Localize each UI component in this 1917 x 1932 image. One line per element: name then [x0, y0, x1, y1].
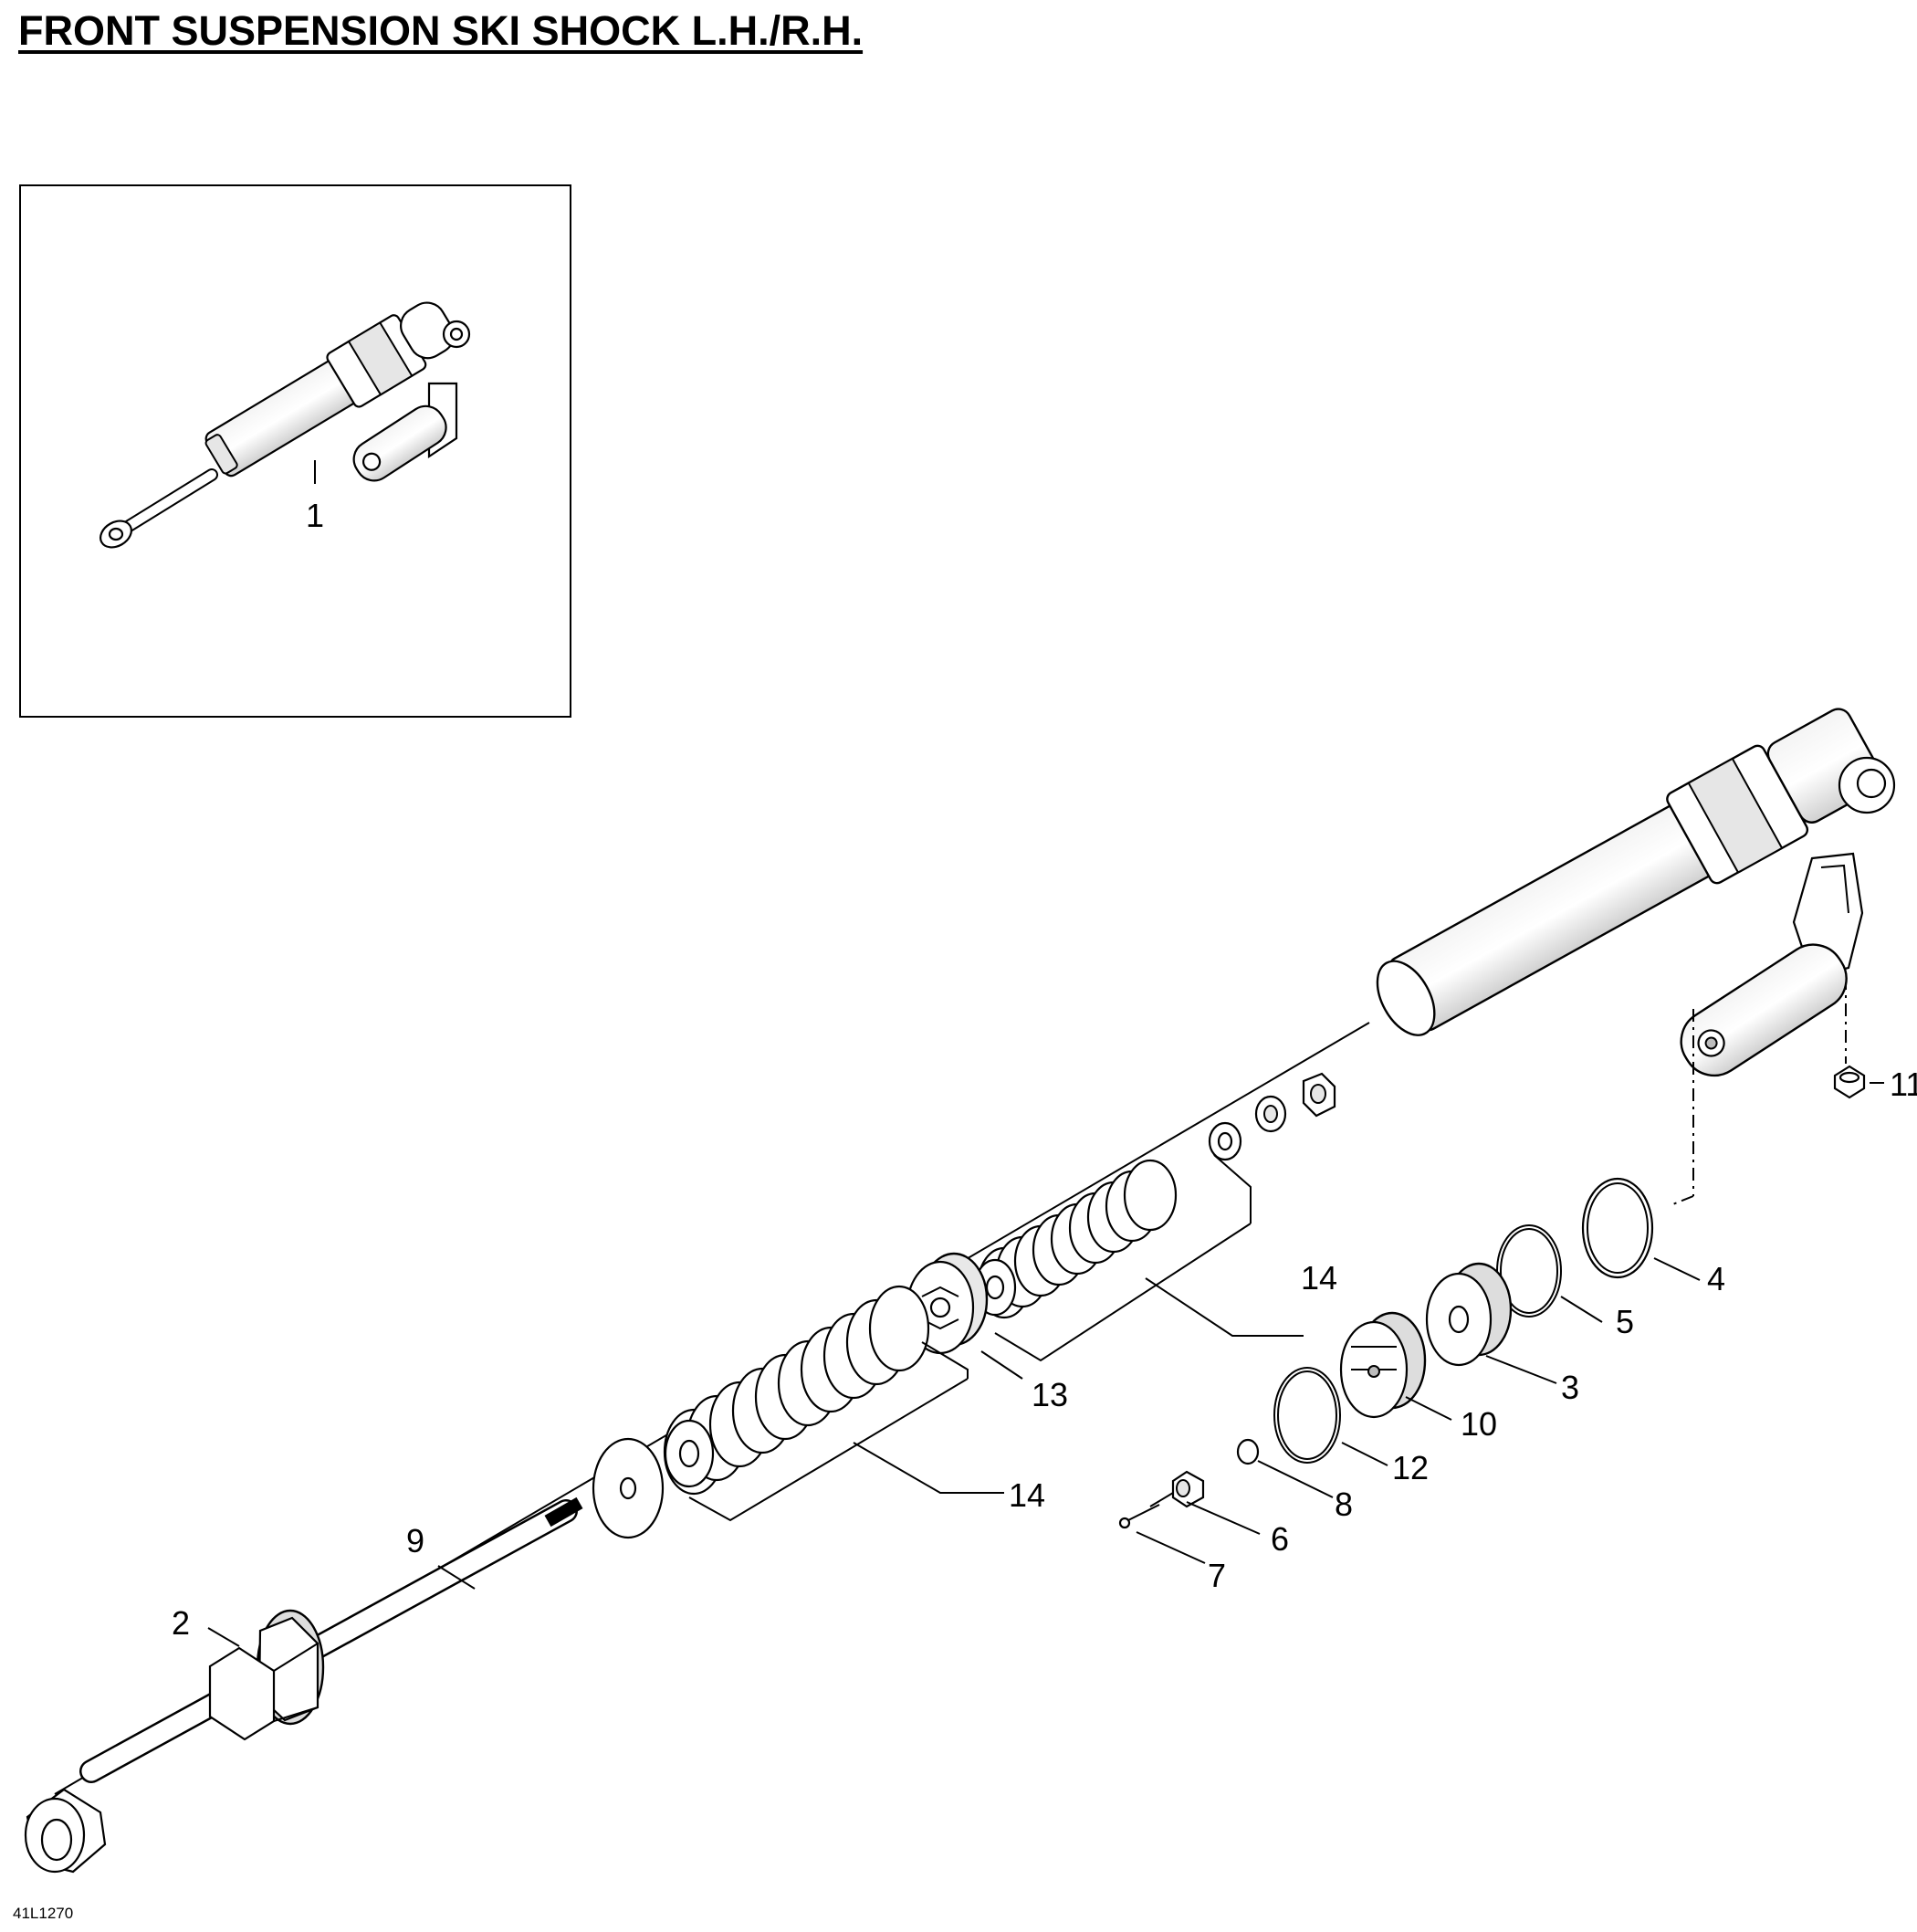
part-2-seal-head: 2	[172, 1604, 325, 1741]
inset-assembled-shock: 1	[19, 184, 571, 718]
callout-8: 8	[1335, 1486, 1353, 1523]
callout-5: 5	[1616, 1303, 1634, 1340]
part-7-screw: 7	[1118, 1492, 1226, 1594]
callout-14b: 14	[1009, 1476, 1045, 1514]
diagram-title: FRONT SUSPENSION SKI SHOCK L.H./R.H.	[18, 7, 864, 54]
callout-13: 13	[1032, 1376, 1068, 1413]
upper-bumper-stack: 14	[973, 1154, 1337, 1362]
part-13-piston: 13	[906, 1252, 1068, 1413]
inset-shock-drawing	[100, 301, 471, 549]
shaft-end-eye	[24, 1788, 107, 1874]
part-3-end-cap: 3	[1425, 1262, 1579, 1406]
callout-14a: 14	[1301, 1259, 1337, 1297]
callout-10: 10	[1461, 1405, 1497, 1443]
shock-body-cylinder	[1376, 708, 1896, 1206]
callout-3: 3	[1561, 1369, 1579, 1406]
part-12-o-ring: 12	[1273, 1367, 1429, 1486]
part-11-nut: 11	[1833, 977, 1917, 1103]
part-4-o-ring: 4	[1581, 1177, 1725, 1297]
lower-bumper-stack: 14	[592, 1285, 1045, 1539]
part-6-plug: 6	[1171, 1470, 1289, 1558]
callout-11: 11	[1890, 1066, 1917, 1103]
part-8-ball: 8	[1236, 1438, 1353, 1523]
callout-7: 7	[1208, 1557, 1226, 1594]
callout-12: 12	[1392, 1449, 1429, 1486]
part-9-shaft: 9	[79, 1496, 583, 1783]
callout-4: 4	[1707, 1260, 1725, 1297]
callout-2: 2	[172, 1604, 190, 1642]
callout-6: 6	[1271, 1520, 1289, 1558]
callout-1: 1	[306, 497, 324, 534]
part-10-valve-body: 10	[1339, 1311, 1497, 1443]
rod-end-washers-and-nut	[1208, 1072, 1336, 1161]
callout-9: 9	[406, 1522, 424, 1559]
inset-frame	[19, 184, 571, 718]
diagram-code: 41L1270	[13, 1905, 74, 1922]
